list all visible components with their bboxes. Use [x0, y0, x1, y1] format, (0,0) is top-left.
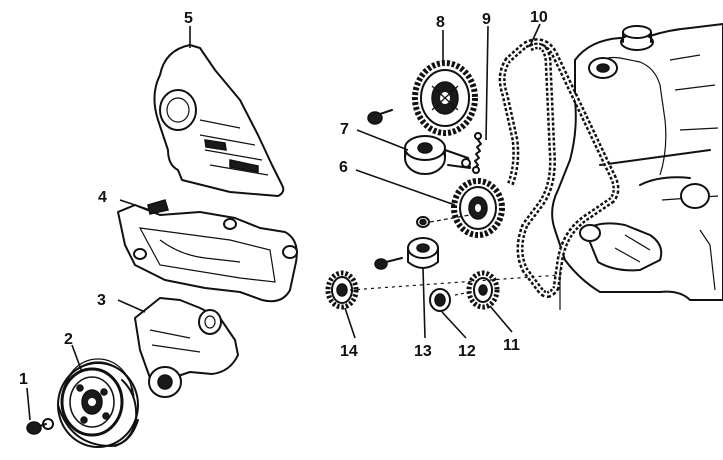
tensioner — [404, 135, 471, 175]
idler-pulley — [407, 214, 471, 269]
engine-block — [551, 23, 723, 310]
upper-timing-cover — [153, 44, 285, 197]
alignment-line — [349, 274, 561, 291]
label-4: 4 — [98, 189, 107, 206]
pulley-bolt — [26, 418, 54, 435]
injection-pump-sprocket — [451, 178, 505, 238]
lower-timing-cover — [134, 297, 239, 398]
label-5: 5 — [184, 10, 193, 27]
label-7: 7 — [340, 121, 349, 138]
timing-belt — [498, 38, 620, 298]
timing-cover-gasket — [117, 199, 298, 303]
bolt-upper — [367, 109, 393, 125]
label-2: 2 — [64, 331, 73, 348]
label-1: 1 — [19, 371, 28, 388]
crankshaft-sprocket — [454, 270, 500, 310]
tensioner-spring — [472, 132, 482, 174]
camshaft-sprocket — [412, 60, 478, 136]
callout-labels: 5 4 3 2 1 8 9 10 7 6 14 13 12 11 — [19, 9, 548, 388]
label-13: 13 — [414, 343, 432, 360]
idler-bolt — [374, 257, 403, 270]
water-pump-sprocket — [325, 270, 359, 310]
label-3: 3 — [97, 292, 106, 309]
label-8: 8 — [436, 14, 445, 31]
label-12: 12 — [458, 343, 476, 360]
crankshaft-washer — [429, 288, 451, 312]
label-9: 9 — [482, 11, 491, 28]
label-10: 10 — [530, 9, 548, 26]
label-14: 14 — [340, 343, 358, 360]
leader-lines — [26, 23, 541, 421]
label-11: 11 — [503, 337, 520, 354]
label-6: 6 — [339, 159, 348, 176]
crankshaft-pulley — [57, 358, 139, 448]
